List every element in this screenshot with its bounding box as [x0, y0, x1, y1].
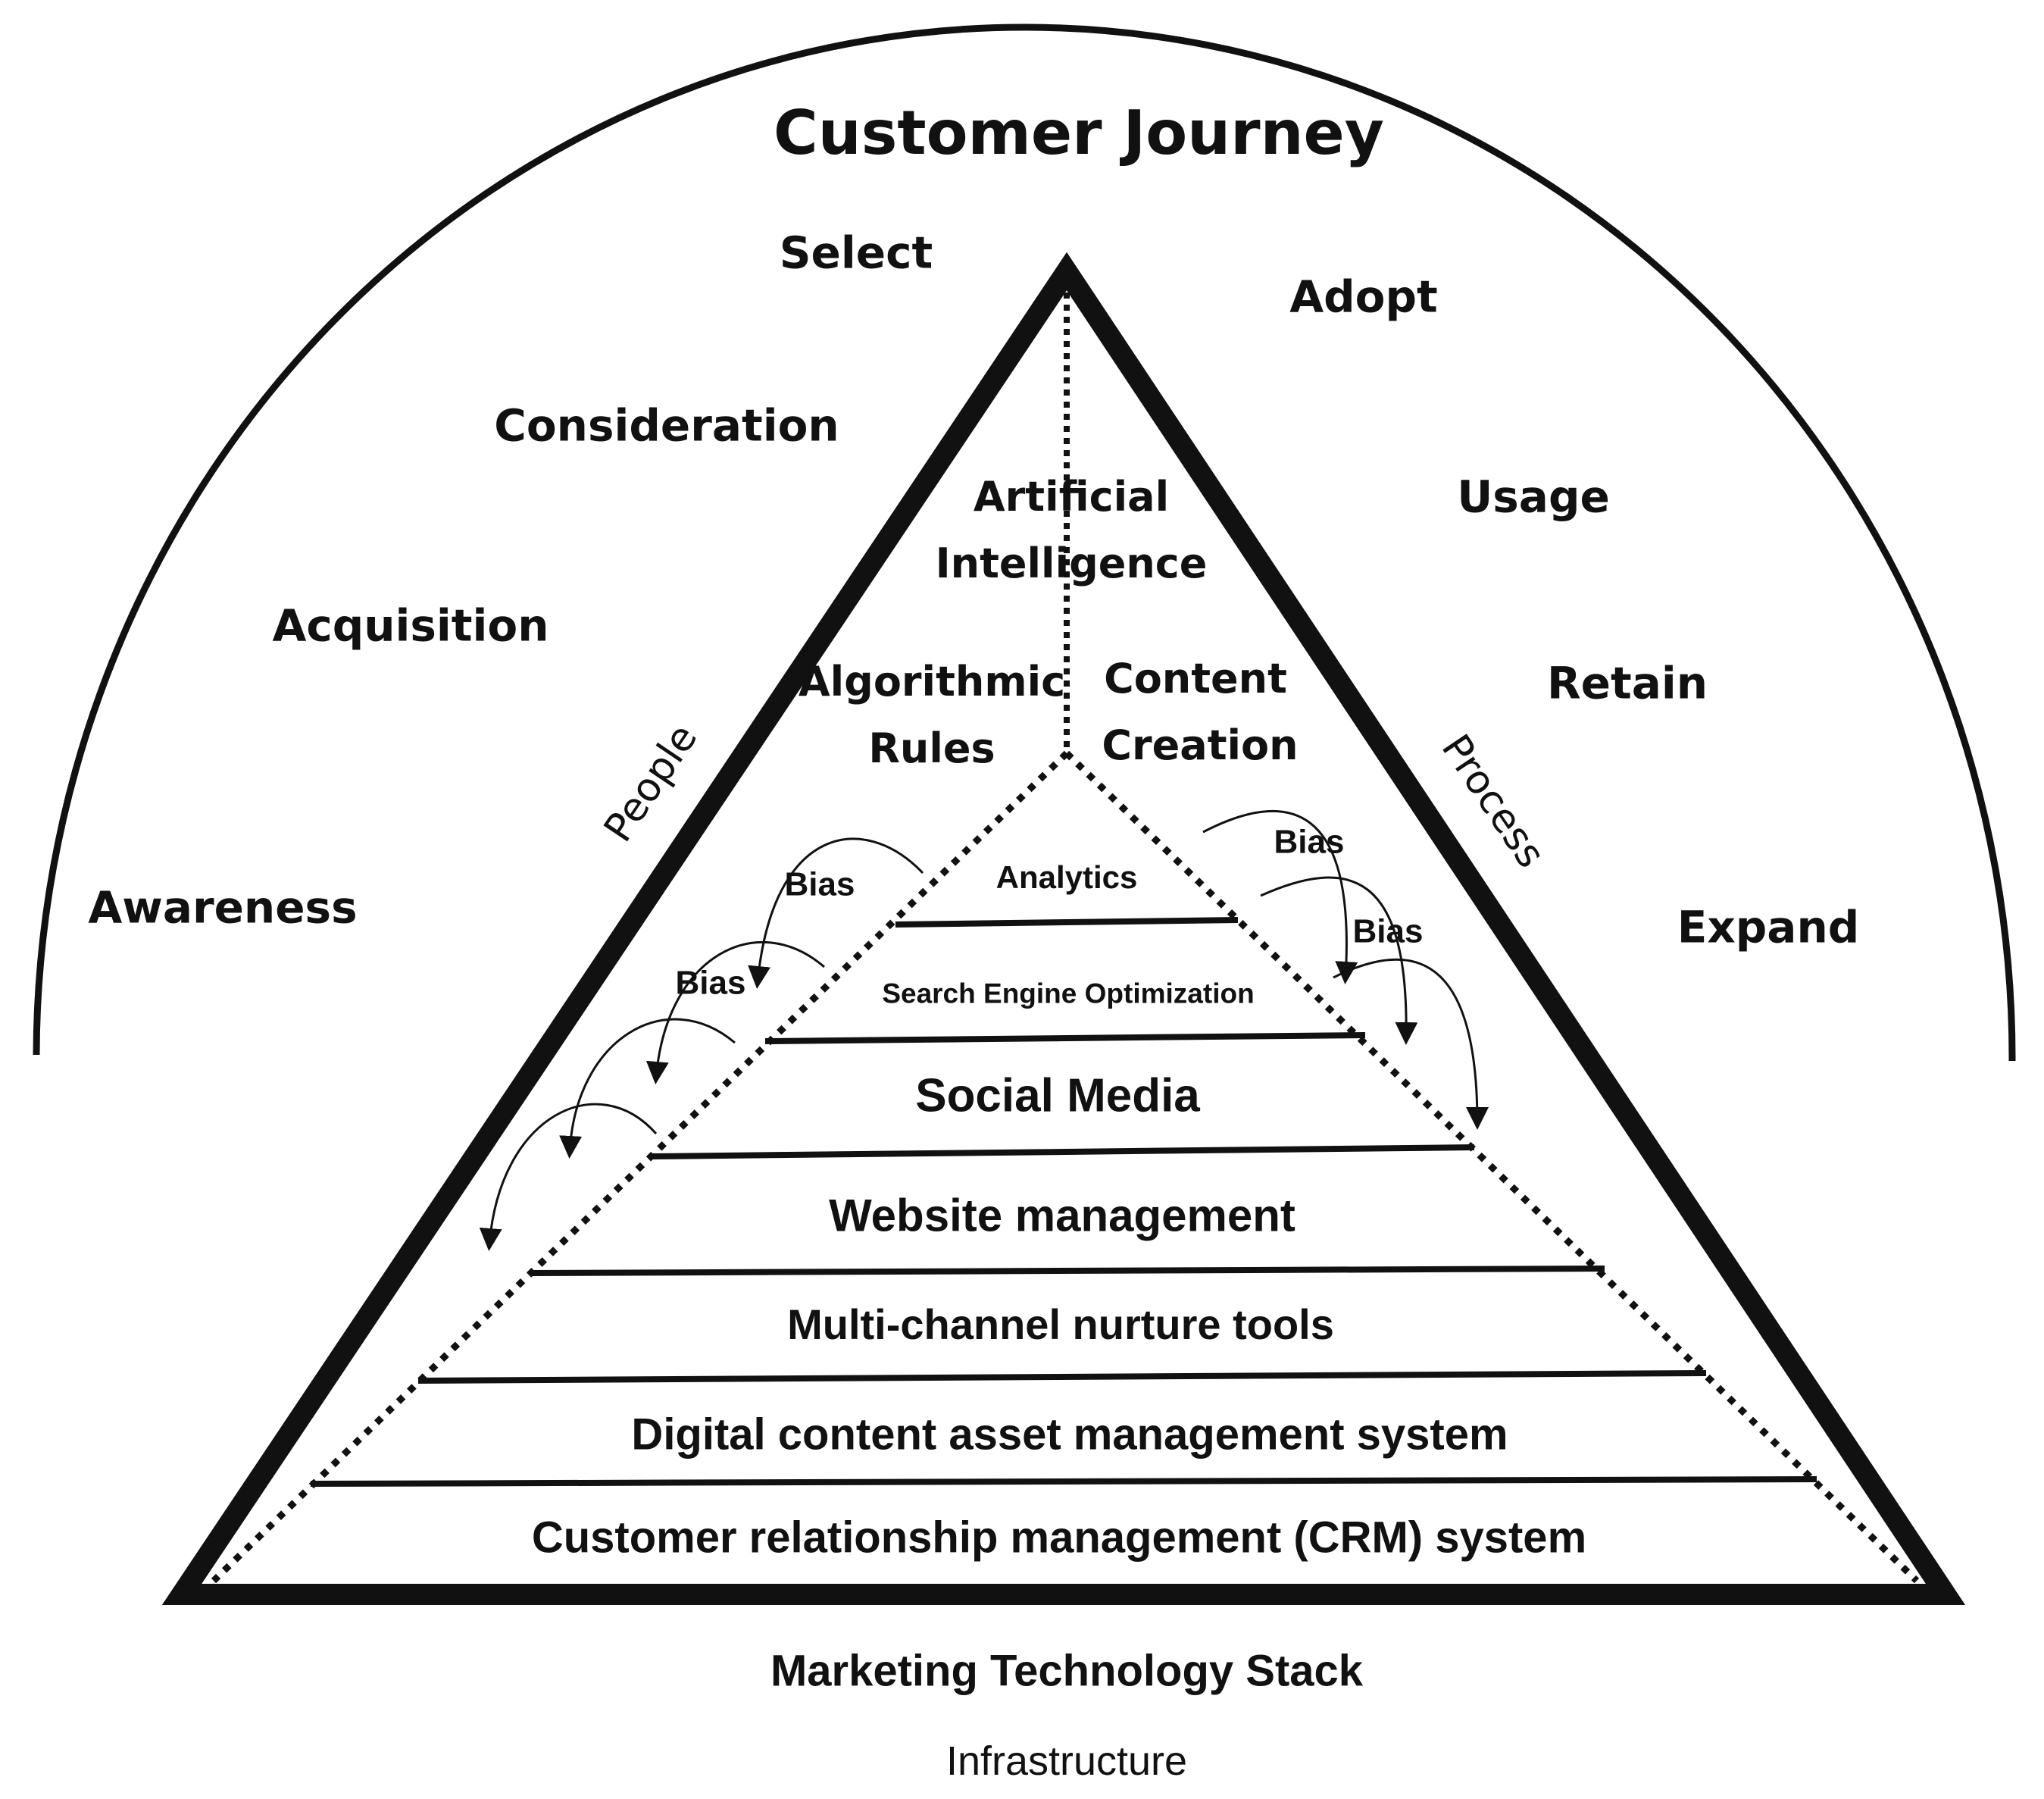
inner-dotted-right [1064, 750, 1920, 1584]
algorithmic-rules-line2: Rules [868, 724, 995, 772]
stage-consideration: Consideration [494, 399, 839, 452]
content-creation-line1: Content [1104, 654, 1287, 702]
layer-multi-channel-nurture-tools: Multi-channel nurture tools [787, 1300, 1334, 1348]
stage-expand: Expand [1677, 901, 1860, 953]
footer-infrastructure-label: Infrastructure [945, 1738, 1188, 1784]
layer-digital-content-asset-management: Digital content asset management system [631, 1409, 1508, 1460]
layer-search-engine-optimization: Search Engine Optimization [882, 978, 1255, 1009]
stage-select: Select [779, 227, 933, 279]
bias-label-right-2: Bias [1352, 912, 1424, 950]
content-creation-line2: Creation [1102, 721, 1299, 769]
bias-arrow-right-1 [1202, 810, 1358, 984]
bias-label-left-2: Bias [675, 964, 746, 1002]
ai-label-line1: Artificial [973, 472, 1170, 521]
inner-dotted-left [211, 750, 1070, 1584]
layer-social-media: Social Media [915, 1069, 1200, 1122]
layer-crm-system: Customer relationship management (CRM) s… [531, 1513, 1587, 1563]
bias-arrow-left-2 [645, 940, 825, 1084]
layer-website-management: Website management [829, 1190, 1295, 1241]
layer-divider-1 [895, 917, 1239, 928]
stage-retain: Retain [1546, 657, 1708, 709]
footer-stack-label: Marketing Technology Stack [770, 1646, 1364, 1696]
bias-arrow-left-4 [479, 1103, 658, 1251]
layer-divider-6 [310, 1476, 1817, 1487]
journey-arc [33, 23, 2016, 1062]
stage-awareness: Awareness [88, 881, 358, 934]
layer-divider-3 [652, 1144, 1475, 1159]
bias-arrow-right-3 [1333, 958, 1489, 1130]
bias-label-right-1: Bias [1274, 823, 1345, 861]
stage-usage: Usage [1457, 471, 1610, 523]
layer-divider-4 [531, 1266, 1605, 1276]
diagram-title: Customer Journey [774, 98, 1384, 168]
algorithmic-rules-line1: Algorithmic [798, 657, 1066, 706]
bias-arrow-left-1 [748, 837, 924, 989]
layer-analytics: Analytics [995, 859, 1138, 895]
outer-triangle [161, 252, 1966, 1605]
bias-label-left-1: Bias [784, 865, 855, 903]
bias-arrow-left-3 [559, 1018, 736, 1159]
stage-adopt: Adopt [1289, 271, 1438, 323]
ai-label-line2: Intelligence [935, 539, 1208, 587]
layer-divider-5 [417, 1370, 1707, 1384]
bias-arrow-right-2 [1260, 876, 1418, 1045]
stage-acquisition: Acquisition [272, 599, 549, 652]
layer-divider-2 [764, 1032, 1366, 1044]
